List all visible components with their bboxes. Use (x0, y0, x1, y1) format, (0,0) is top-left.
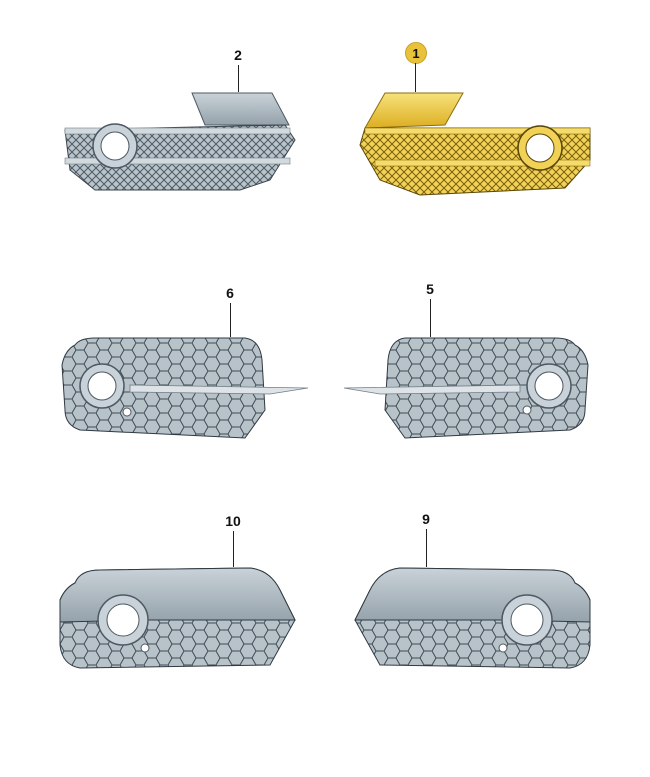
label-part-2: 2 (234, 47, 242, 63)
label-part-9: 9 (422, 511, 430, 527)
leader-line-part-10 (233, 531, 234, 567)
label-part-1-badge: 1 (405, 42, 427, 64)
leader-line-part-5 (430, 299, 431, 337)
leader-line-part-2 (238, 65, 239, 92)
part-9 (354, 567, 591, 669)
part-1 (359, 92, 591, 196)
label-part-10: 10 (225, 513, 241, 529)
part-6 (61, 337, 309, 439)
part-2 (64, 92, 296, 191)
label-part-6: 6 (226, 285, 234, 301)
leader-line-part-9 (426, 529, 427, 567)
part-5 (343, 337, 589, 439)
leader-line-part-1 (415, 63, 416, 92)
part-10 (59, 567, 296, 669)
label-part-5: 5 (426, 281, 434, 297)
leader-line-part-6 (230, 303, 231, 337)
